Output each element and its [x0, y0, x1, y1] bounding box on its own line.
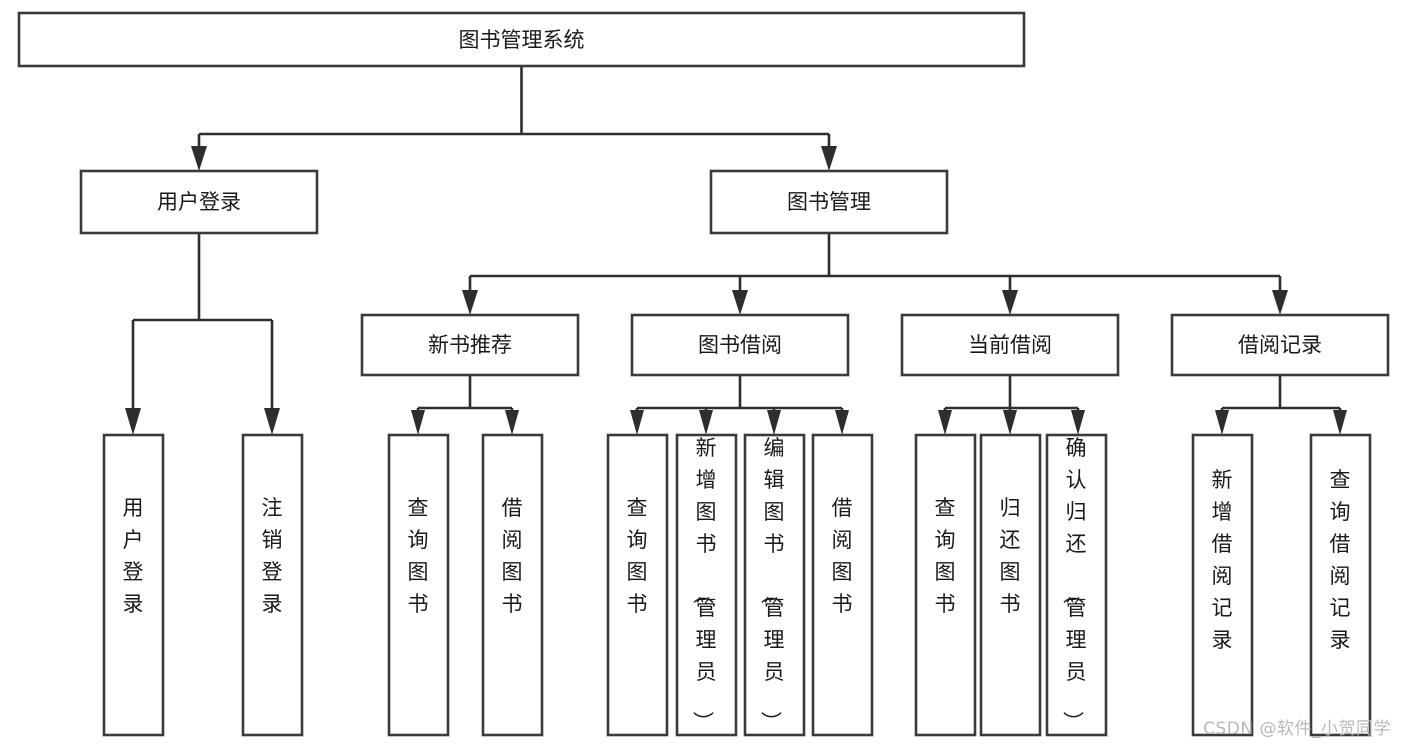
node-new-book-recommend-label: 新书推荐 — [428, 333, 512, 357]
node-user-login[interactable]: 用户登录 — [79, 169, 319, 235]
leaf-borrow-query-book-label: 查询图书 — [627, 496, 648, 616]
node-book-borrow-label: 图书借阅 — [698, 333, 782, 357]
leaf-current-confirm-return-box[interactable] — [1045, 433, 1108, 737]
arrow-head-borrow-leaf-4 — [835, 410, 849, 435]
leaf-newbook-borrow-book[interactable]: 借阅图书 — [481, 433, 544, 737]
node-user-login-label: 用户登录 — [157, 190, 241, 214]
leaf-borrow-add-book-label: 新增图书（管理员） — [691, 436, 717, 732]
leaf-borrow-borrow-book-label: 借阅图书 — [832, 496, 853, 616]
node-current-borrow-label: 当前借阅 — [968, 333, 1052, 357]
leaf-borrow-edit-book-label: 编辑图书（管理员） — [759, 436, 785, 732]
arrow-head-record — [1272, 290, 1288, 315]
leaf-borrow-borrow-book[interactable]: 借阅图书 — [811, 433, 874, 737]
arrow-head-current-leaf-2 — [1003, 410, 1017, 435]
leaf-borrow-query-book-box[interactable] — [606, 433, 669, 737]
leaf-current-query-book-box[interactable] — [914, 433, 977, 737]
leaf-user-login-logout[interactable]: 注销登录 — [241, 433, 304, 737]
leaf-user-login-logout-box[interactable] — [241, 433, 304, 737]
csdn-watermark: CSDN @软件_小贺同学 — [1203, 719, 1391, 739]
node-root-label: 图书管理系统 — [459, 28, 585, 52]
leaf-borrow-add-book-box[interactable] — [675, 433, 738, 737]
node-user-login-box[interactable] — [79, 169, 319, 235]
leaf-borrow-add-book[interactable]: 新增图书（管理员） — [675, 433, 738, 737]
leaf-current-confirm-return-label: 确认归还（管理员） — [1061, 436, 1087, 732]
arrow-head-record-leaf-2 — [1333, 410, 1347, 435]
leaf-newbook-borrow-book-box[interactable] — [481, 433, 544, 737]
leaf-user-login-logout-label: 注销登录 — [262, 496, 283, 616]
arrow-head-user-login — [191, 146, 207, 171]
leaf-user-login-login-box[interactable] — [102, 433, 165, 737]
node-root[interactable]: 图书管理系统 — [17, 11, 1026, 68]
arrow-head-borrow — [732, 290, 748, 315]
node-new-book-recommend[interactable]: 新书推荐 — [360, 313, 580, 377]
leaf-record-add-record-box[interactable] — [1191, 433, 1254, 737]
node-root-box[interactable] — [17, 11, 1026, 68]
node-borrow-record[interactable]: 借阅记录 — [1170, 313, 1390, 377]
arrow-head-userlogin-leaf-2 — [264, 408, 280, 435]
connector-group — [125, 66, 1347, 435]
leaf-newbook-query-book-box[interactable] — [387, 433, 450, 737]
arrow-head-newbook — [462, 290, 478, 315]
arrow-head-borrow-leaf-2 — [699, 410, 713, 435]
leaf-newbook-borrow-book-label: 借阅图书 — [502, 496, 523, 616]
node-current-borrow[interactable]: 当前借阅 — [900, 313, 1120, 377]
leaf-current-confirm-return[interactable]: 确认归还（管理员） — [1045, 433, 1108, 737]
leaf-borrow-edit-book[interactable]: 编辑图书（管理员） — [743, 433, 806, 737]
arrow-head-userlogin-leaf-1 — [125, 408, 141, 435]
node-book-borrow[interactable]: 图书借阅 — [630, 313, 850, 377]
leaf-current-query-book[interactable]: 查询图书 — [914, 433, 977, 737]
leaf-current-return-book-box[interactable] — [979, 433, 1042, 737]
arrow-head-book-manage — [821, 146, 837, 171]
node-book-manage[interactable]: 图书管理 — [709, 169, 949, 235]
arrow-head-current-leaf-1 — [938, 410, 952, 435]
leaf-borrow-query-book[interactable]: 查询图书 — [606, 433, 669, 737]
node-book-manage-box[interactable] — [709, 169, 949, 235]
arrow-head-borrow-leaf-1 — [630, 410, 644, 435]
node-current-borrow-box[interactable] — [900, 313, 1120, 377]
arrow-head-current — [1002, 290, 1018, 315]
leaf-newbook-query-book-label: 查询图书 — [408, 496, 429, 616]
leaf-current-return-book-label: 归还图书 — [1000, 496, 1021, 616]
node-book-borrow-box[interactable] — [630, 313, 850, 377]
leaf-user-login-login[interactable]: 用户登录 — [102, 433, 165, 737]
leaf-current-query-book-label: 查询图书 — [935, 496, 956, 616]
node-borrow-record-box[interactable] — [1170, 313, 1390, 377]
node-borrow-record-label: 借阅记录 — [1238, 333, 1322, 357]
leaf-user-login-login-label: 用户登录 — [123, 496, 144, 616]
leaf-borrow-borrow-book-box[interactable] — [811, 433, 874, 737]
arrow-head-newbook-leaf-1 — [411, 410, 425, 435]
leaf-record-query-record[interactable]: 查询借阅记录 — [1309, 433, 1372, 737]
arrow-head-record-leaf-1 — [1215, 410, 1229, 435]
leaf-record-add-record[interactable]: 新增借阅记录 — [1191, 433, 1254, 737]
node-new-book-recommend-box[interactable] — [360, 313, 580, 377]
leaf-newbook-query-book[interactable]: 查询图书 — [387, 433, 450, 737]
leaf-borrow-edit-book-box[interactable] — [743, 433, 806, 737]
leaf-record-add-record-label: 新增借阅记录 — [1212, 468, 1233, 652]
arrow-head-newbook-leaf-2 — [505, 410, 519, 435]
node-book-manage-label: 图书管理 — [787, 190, 871, 214]
leaf-current-return-book[interactable]: 归还图书 — [979, 433, 1042, 737]
leaf-record-query-record-box[interactable] — [1309, 433, 1372, 737]
arrow-head-current-leaf-3 — [1071, 410, 1085, 435]
leaf-record-query-record-label: 查询借阅记录 — [1330, 468, 1351, 652]
arrow-head-borrow-leaf-3 — [767, 410, 781, 435]
